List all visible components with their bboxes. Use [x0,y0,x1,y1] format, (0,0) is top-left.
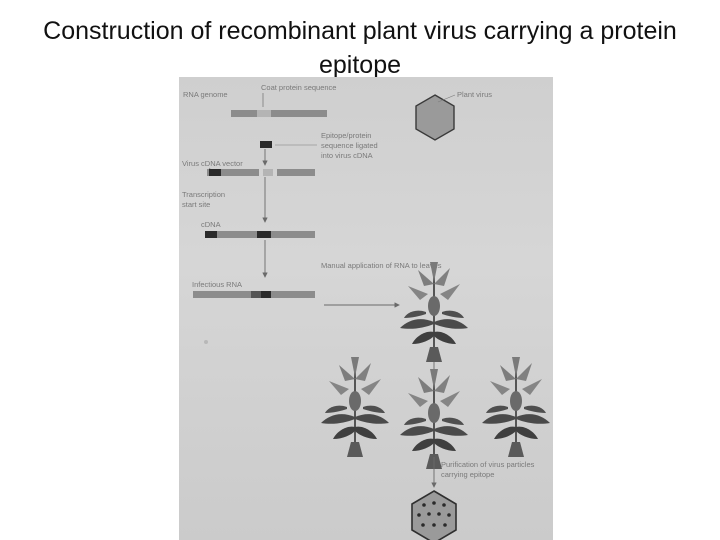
infectious-rna-mid [251,291,261,298]
label-epitope-1: Epitope/protein [321,131,371,140]
vector-start-block [209,169,221,176]
smudge-mark [204,340,208,344]
label-plant-virus: Plant virus [457,90,492,99]
cdna-epitope-block [257,231,271,238]
epitope-block [260,141,272,148]
vector-gap-segment [263,169,273,176]
diagram-photo: RNA genome Coat protein sequence Plant v… [179,77,553,540]
rna-genome-bar [231,110,327,117]
label-infectious-rna: Infectious RNA [192,280,242,289]
label-epitope-2: sequence ligated [321,141,378,150]
label-epitope-3: into virus cDNA [321,151,373,160]
plant-center-illustration [400,369,468,469]
plant-left-illustration [321,357,389,457]
plant-virus-icon [416,95,454,140]
infectious-rna-epitope [261,291,271,298]
cdna-start-block [205,231,217,238]
coat-protein-segment [257,110,271,117]
plant-inoculated-illustration [400,262,468,362]
label-purification-2: carrying epitope [441,470,494,479]
label-rna-genome: RNA genome [183,90,228,99]
label-manual-application: Manual application of RNA to leaves [321,261,442,270]
label-virus-cdna-vector: Virus cDNA vector [182,159,243,168]
label-transcription-1: Transcription [182,190,225,199]
vector-bar-right [277,169,315,176]
label-transcription-2: start site [182,200,210,209]
plant-right-illustration [482,357,550,457]
label-cdna: cDNA [201,220,221,229]
label-coat-protein-sequence: Coat protein sequence [261,83,336,92]
slide-title: Construction of recombinant plant virus … [0,14,720,82]
diagram-svg: RNA genome Coat protein sequence Plant v… [179,77,553,540]
label-purification-1: Purification of virus particles [441,460,535,469]
